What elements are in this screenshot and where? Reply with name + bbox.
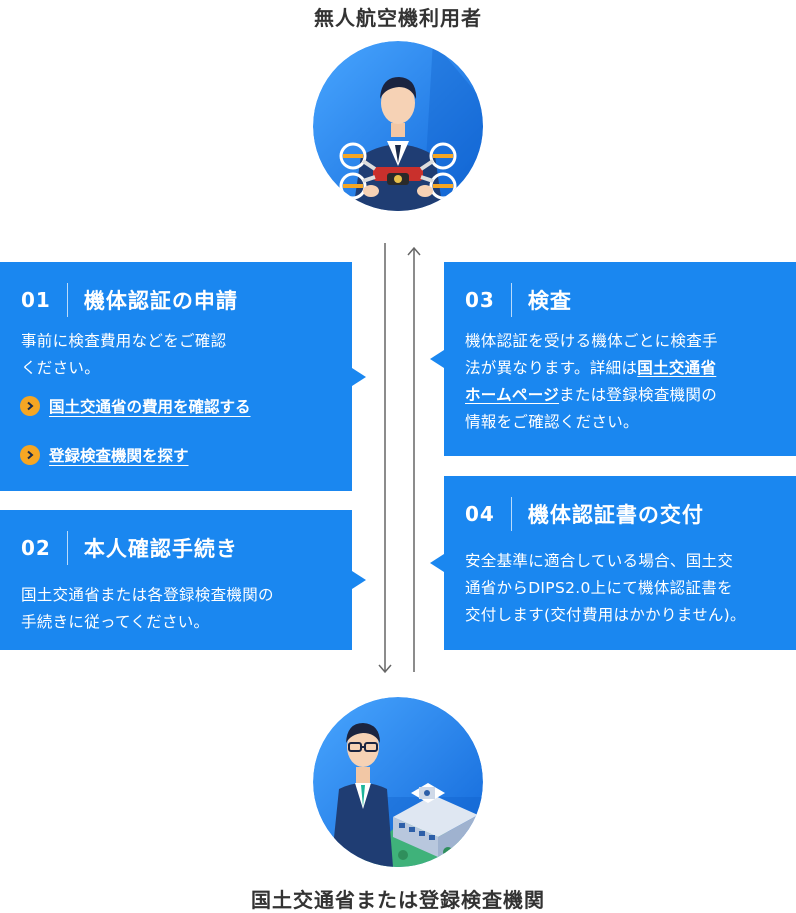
step-title: 機体認証書の交付: [527, 503, 704, 527]
step-card-03: 03 検査 機体認証を受ける機体ごとに検査手 法が異なります。詳細は国土交通省 …: [430, 262, 796, 456]
flow-arrows: [378, 243, 421, 674]
divider: [66, 283, 68, 317]
step-number: 01: [21, 288, 51, 312]
drone-user-illustration: [313, 41, 483, 211]
divider: [510, 497, 512, 531]
step-description: 機体認証を受ける機体ごとに検査手 法が異なります。詳細は国土交通省 ホームページ…: [465, 332, 718, 431]
chevron-right-icon: [20, 396, 40, 416]
mlit-homepage-link-cont[interactable]: ホームページ: [465, 386, 560, 404]
step-title: 本人確認手続き: [83, 537, 238, 561]
step-description: 国土交通省または各登録検査機関の 手続きに従ってください。: [21, 586, 274, 631]
chevron-right-icon: [20, 445, 40, 465]
step-number: 03: [465, 288, 495, 312]
card-pointer: [430, 350, 444, 368]
card-pointer: [352, 571, 366, 589]
step-number: 04: [465, 502, 495, 526]
up-arrowhead: [407, 246, 421, 256]
step-card-04: 04 機体認証書の交付 安全基準に適合している場合、国土交 通省からDIPS2.…: [430, 476, 796, 650]
top-actor-label: 無人航空機利用者: [314, 6, 482, 30]
divider: [510, 283, 512, 317]
step-card-01: 01 機体認証の申請 事前に検査費用などをご確認 ください。 国土交通省の費用を…: [0, 262, 366, 491]
mlit-homepage-link[interactable]: 国土交通省: [637, 359, 717, 377]
card-pointer: [430, 554, 444, 572]
bottom-actor-label: 国土交通省または登録検査機関: [251, 888, 545, 912]
step-number: 02: [21, 536, 51, 560]
ministry-officer-illustration: [313, 697, 483, 867]
check-fee-link[interactable]: 国土交通省の費用を確認する: [20, 395, 251, 417]
step-title: 検査: [527, 289, 572, 313]
step-title: 機体認証の申請: [83, 289, 238, 313]
step-card-02: 02 本人確認手続き 国土交通省または各登録検査機関の 手続きに従ってください。: [0, 510, 366, 650]
card-pointer: [352, 367, 366, 386]
step-description: 事前に検査費用などをご確認 ください。: [21, 332, 227, 377]
find-inspection-body-link[interactable]: 登録検査機関を探す: [20, 444, 189, 466]
down-arrowhead: [378, 664, 392, 674]
step-description: 安全基準に適合している場合、国土交 通省からDIPS2.0上にて機体認証書を 交…: [465, 552, 746, 624]
divider: [66, 531, 68, 565]
